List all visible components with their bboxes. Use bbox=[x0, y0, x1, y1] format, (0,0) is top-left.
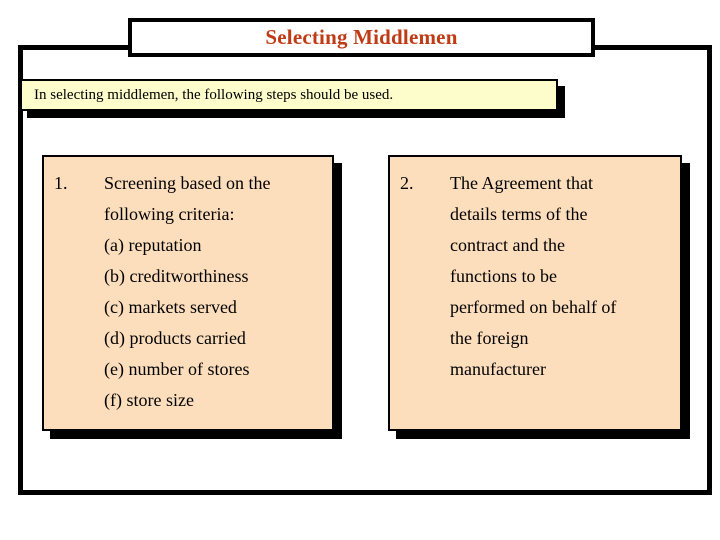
item-lines: Screening based on the following criteri… bbox=[104, 168, 324, 416]
item-line: the foreign bbox=[450, 328, 529, 348]
item-line: (f) store size bbox=[104, 390, 194, 410]
frame-border-top-left bbox=[18, 45, 130, 50]
subtitle-banner: In selecting middlemen, the following st… bbox=[20, 79, 558, 111]
page-title: Selecting Middlemen bbox=[265, 25, 458, 49]
frame-border-right bbox=[707, 45, 712, 495]
item-line: (b) creditworthiness bbox=[104, 266, 249, 286]
item-line: Screening based on the bbox=[104, 173, 271, 193]
item-line: (c) markets served bbox=[104, 297, 237, 317]
frame-border-bottom bbox=[18, 490, 712, 495]
item-line: performed on behalf of bbox=[450, 297, 617, 317]
item-line: (a) reputation bbox=[104, 235, 202, 255]
content-box-step-2: 2. The Agreement that details terms of t… bbox=[388, 155, 682, 431]
item-line: contract and the bbox=[450, 235, 565, 255]
subtitle-banner-text: In selecting middlemen, the following st… bbox=[34, 86, 394, 103]
list-item: 1. Screening based on the following crit… bbox=[44, 157, 332, 416]
frame-border-top-right bbox=[593, 45, 712, 50]
content-box-step-1: 1. Screening based on the following crit… bbox=[42, 155, 334, 431]
item-lines: The Agreement that details terms of the … bbox=[450, 168, 672, 385]
item-number: 2. bbox=[400, 173, 414, 193]
item-line: functions to be bbox=[450, 266, 557, 286]
item-line: details terms of the bbox=[450, 204, 588, 224]
item-number: 1. bbox=[54, 173, 68, 193]
item-line: manufacturer bbox=[450, 359, 546, 379]
item-line: (d) products carried bbox=[104, 328, 246, 348]
frame-border-left bbox=[18, 45, 23, 495]
list-item: 2. The Agreement that details terms of t… bbox=[390, 157, 680, 385]
item-line: following criteria: bbox=[104, 204, 235, 224]
item-line: The Agreement that bbox=[450, 173, 593, 193]
slide-title-box: Selecting Middlemen bbox=[128, 18, 595, 57]
item-line: (e) number of stores bbox=[104, 359, 250, 379]
